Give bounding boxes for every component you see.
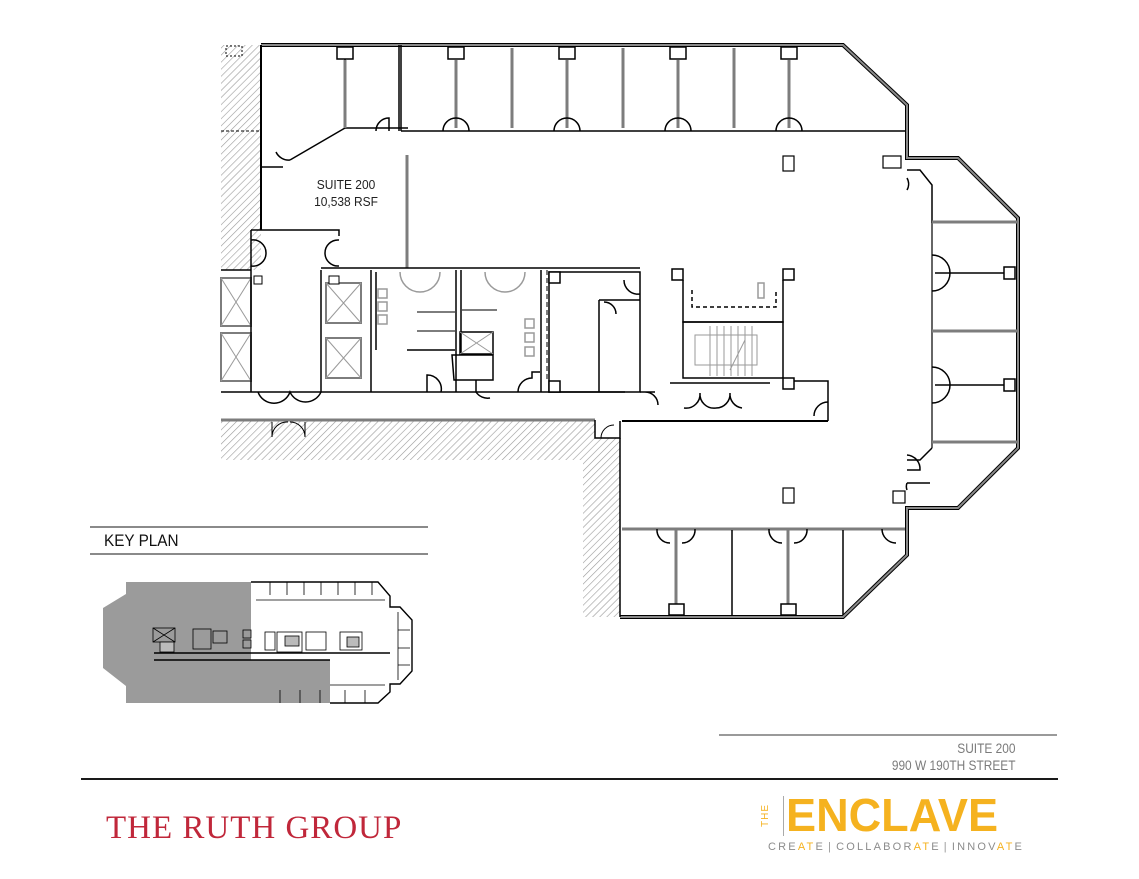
exterior-wall [260, 43, 1020, 619]
stair-core [548, 268, 829, 421]
column [782, 487, 795, 504]
address-street: 990 W 190TH STREET [891, 757, 1015, 773]
office-row-north [261, 45, 905, 168]
column [782, 155, 795, 172]
address-rule [719, 734, 1057, 736]
suite-label: SUITE 200 10,538 RSF [300, 176, 392, 210]
elevator-core [220, 229, 640, 438]
suite-name: SUITE 200 [316, 177, 376, 192]
tagline-collaborate: COLLABORATE [836, 841, 941, 853]
enclave-tagline: CREATE|COLLABORATE|INNOVATE [768, 841, 1025, 853]
enclave-logo: THE ENCLAVE CREATE|COLLABORATE|INNOVATE [760, 789, 1056, 856]
column [882, 155, 902, 169]
enclave-logo-prefix: THE [760, 804, 771, 827]
restrooms [370, 270, 548, 399]
ruth-group-logo: THE RUTH GROUP [106, 810, 403, 846]
tagline-innovate: INNOVATE [951, 841, 1025, 853]
address-suite: SUITE 200 [956, 740, 1015, 756]
key-plan-top-rule [90, 526, 428, 528]
office-row-south [622, 527, 905, 616]
enclave-logo-name: ENCLAVE [786, 789, 999, 841]
suite-area: 10,538 RSF [314, 194, 378, 209]
key-plan-title: KEY PLAN [104, 531, 179, 550]
office-row-east [905, 169, 1018, 491]
column [892, 490, 906, 504]
enclave-logo-divider [783, 796, 784, 836]
footer-divider [81, 778, 1058, 780]
tagline-create: CREATE [768, 841, 826, 853]
hatched-common-area [221, 45, 620, 617]
key-plan-bottom-rule [90, 553, 428, 555]
